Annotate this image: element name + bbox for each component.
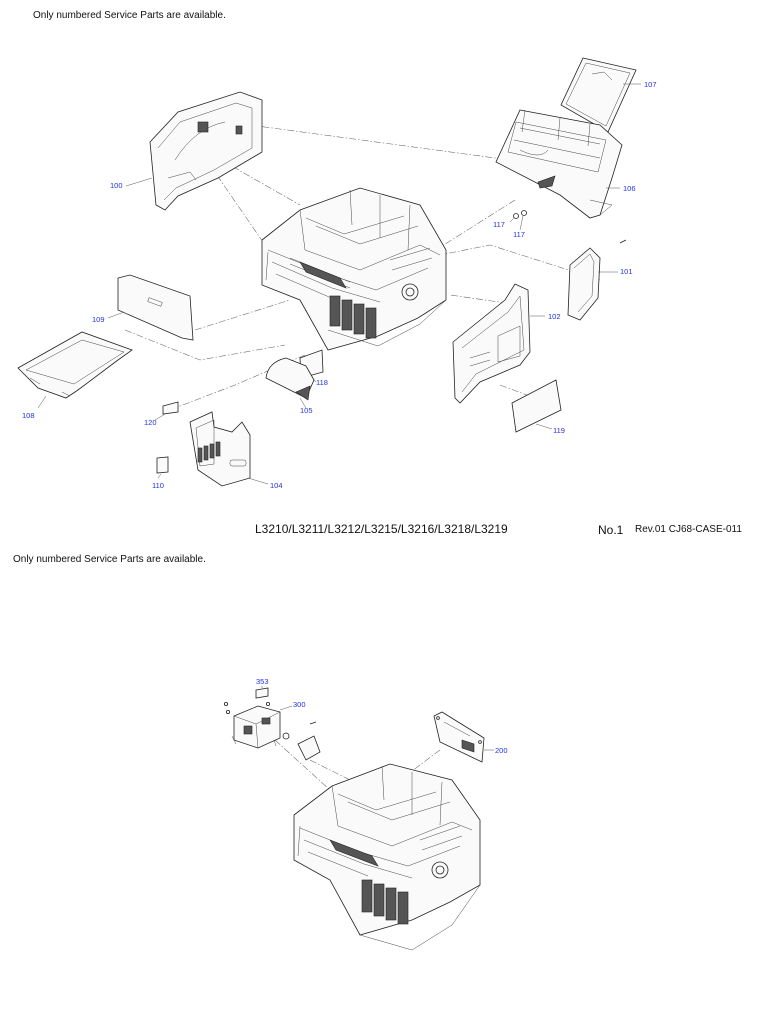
callout-110: 110 xyxy=(152,481,164,490)
page2-note: Only numbered Service Parts are availabl… xyxy=(13,554,206,565)
part-300-power-supply xyxy=(223,702,281,749)
callout-117a: 117 xyxy=(493,220,505,229)
main-printer-unit-2 xyxy=(293,763,481,951)
callouts-page2: 353 300 200 xyxy=(256,677,508,755)
part-120-sheet xyxy=(162,401,179,415)
page-number: No.1 xyxy=(598,523,624,537)
part-101-right-cover xyxy=(567,239,627,321)
callout-118: 118 xyxy=(316,378,328,387)
part-108-output-tray xyxy=(17,331,133,399)
callout-200: 200 xyxy=(495,746,508,755)
callout-120: 120 xyxy=(144,418,157,427)
revision-code: Rev.01 CJ68-CASE-011 xyxy=(635,524,742,535)
callout-101: 101 xyxy=(620,267,633,276)
part-bracket xyxy=(282,721,321,761)
part-104-ink-tank-frame xyxy=(189,411,251,487)
callout-117b: 117 xyxy=(513,230,525,239)
callout-105: 105 xyxy=(300,406,313,415)
part-102-front-housing xyxy=(452,283,531,404)
part-105-tank-cover xyxy=(265,357,315,401)
callout-102: 102 xyxy=(548,312,561,321)
callouts-page1: 100 107 106 117 117 101 102 109 108 118 … xyxy=(22,80,657,490)
part-109-inner-panel xyxy=(117,274,194,341)
callout-119: 119 xyxy=(553,426,565,435)
part-110-sheet xyxy=(156,456,169,474)
main-printer-unit-1 xyxy=(261,187,447,351)
part-100-rear-housing xyxy=(149,91,263,211)
callout-108: 108 xyxy=(22,411,35,420)
part-200-main-board xyxy=(433,711,485,763)
page1-note: Only numbered Service Parts are availabl… xyxy=(33,10,226,21)
callout-107: 107 xyxy=(644,80,657,89)
callout-300: 300 xyxy=(293,700,306,709)
part-117-screws xyxy=(509,210,527,231)
part-106-feeder-unit xyxy=(495,109,623,219)
exploded-view-diagram-1: 100 107 106 117 117 101 102 109 108 118 … xyxy=(17,57,657,490)
callout-106: 106 xyxy=(623,184,636,193)
callout-109: 109 xyxy=(92,315,105,324)
callout-104: 104 xyxy=(270,481,283,490)
callout-353: 353 xyxy=(256,677,269,686)
part-119-label xyxy=(511,379,562,433)
part-353-small-sheet xyxy=(255,686,269,699)
model-list: L3210/L3211/L3212/L3215/L3216/L3218/L321… xyxy=(255,522,508,536)
callout-100: 100 xyxy=(110,181,123,190)
